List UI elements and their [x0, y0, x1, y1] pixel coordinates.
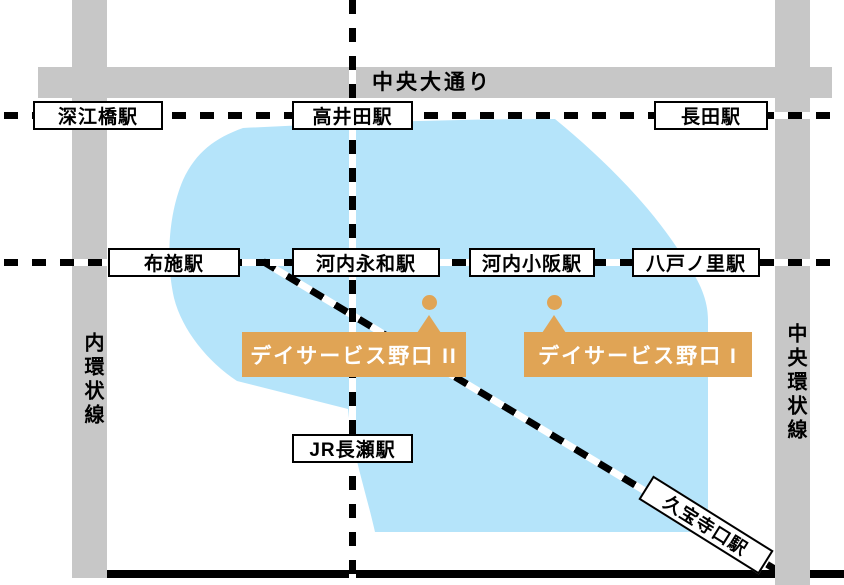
railway-north-line	[4, 112, 844, 119]
bottom-boundary-road	[107, 570, 844, 578]
facility-label-noguchi2: デイサービス野口 II	[242, 332, 466, 377]
station-label-kawachi-eiwa: 河内永和駅	[292, 248, 440, 277]
road-label-chuo-odori: 中央大通り	[372, 71, 492, 94]
facility-pointer-noguchi2	[417, 315, 441, 333]
facility-marker-dot-noguchi2	[422, 295, 437, 310]
road-chuo-odori	[38, 67, 832, 98]
facility-pointer-noguchi1	[542, 315, 566, 333]
station-label-fuse: 布施駅	[108, 248, 240, 277]
road-label-chuo-kanjo: 中央環状線	[784, 322, 806, 443]
station-label-fukaebashi: 深江橋駅	[33, 101, 163, 130]
station-label-kawachi-kosaka: 河内小阪駅	[469, 248, 595, 277]
road-label-uchi-kanjo: 内環状線	[81, 332, 103, 428]
road-chuo-kanjo	[775, 0, 810, 585]
station-label-nagata: 長田駅	[654, 101, 768, 130]
facility-marker-dot-noguchi1	[547, 295, 562, 310]
railway-vertical-line	[349, 0, 356, 578]
station-label-jr-nagase: JR長瀬駅	[292, 434, 413, 463]
station-label-yaenosato: 八戸ノ里駅	[632, 248, 760, 277]
facility-label-noguchi1: デイサービス野口 I	[524, 332, 752, 377]
station-label-takaida: 高井田駅	[292, 101, 413, 130]
road-uchi-kanjo	[72, 0, 107, 578]
